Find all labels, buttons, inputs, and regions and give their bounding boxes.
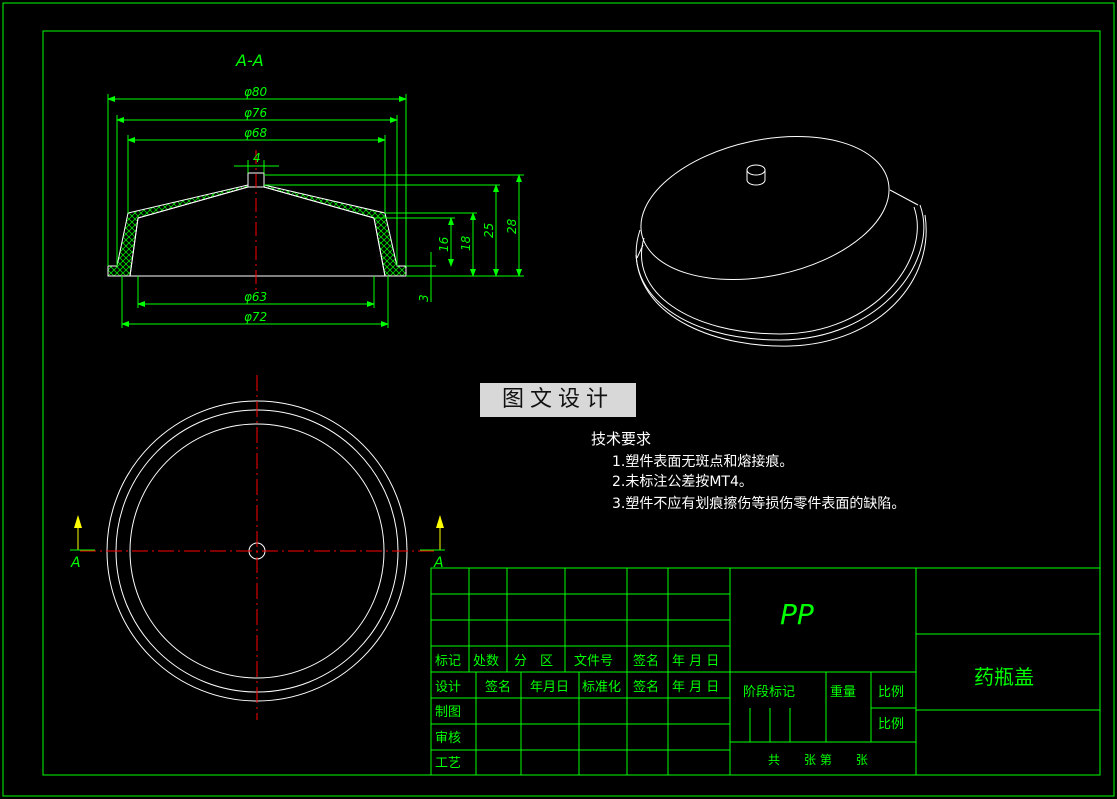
tb-scale: 比例 bbox=[878, 685, 904, 700]
part-name: 药瓶盖 bbox=[974, 665, 1034, 689]
tb-gongyi: 工艺 bbox=[435, 756, 461, 771]
section-label: A-A bbox=[235, 51, 264, 70]
tb-zhitu: 制图 bbox=[435, 705, 461, 720]
dim-28: 28 bbox=[505, 218, 519, 234]
section-marker-left: A bbox=[70, 555, 81, 571]
watermark: 图文设计 bbox=[480, 383, 636, 417]
material: PP bbox=[780, 598, 814, 631]
tb-label-date: 年 月 日 bbox=[672, 654, 719, 669]
tech-item-1: 1.塑件表面无斑点和熔接痕。 bbox=[612, 453, 793, 470]
cap-section bbox=[107, 172, 407, 277]
dim-72: φ72 bbox=[244, 310, 267, 324]
tb-stage: 阶段标记 bbox=[743, 685, 795, 700]
tb-label-chushu: 处数 bbox=[473, 654, 499, 669]
section-arrowhead-right bbox=[436, 515, 444, 528]
dim-63: φ63 bbox=[244, 290, 267, 304]
tb-shenhe: 审核 bbox=[435, 731, 461, 746]
cap-inner-profile bbox=[129, 186, 386, 277]
dim-80: φ80 bbox=[244, 85, 268, 99]
tb-weight: 重量 bbox=[830, 684, 856, 700]
tb-sheets: 共 张 第 张 bbox=[768, 753, 868, 767]
tb-scale-2: 比例 bbox=[878, 717, 904, 732]
tb-standard: 标准化 bbox=[582, 680, 621, 695]
dim-3: 3 bbox=[417, 294, 431, 302]
tb-label-qianming: 签名 bbox=[633, 653, 659, 669]
isometric-view bbox=[635, 136, 927, 347]
tb-label-fenqu: 分 区 bbox=[514, 654, 553, 669]
tb-design: 设计 bbox=[435, 680, 461, 695]
dim-76: φ76 bbox=[244, 106, 268, 120]
tb-design-sign: 签名 bbox=[485, 679, 511, 695]
section-marker-right: A bbox=[433, 555, 444, 571]
tb-label-biaoji: 标记 bbox=[435, 654, 461, 669]
tech-title: 技术要求 bbox=[591, 430, 651, 448]
tech-item-3: 3.塑件不应有划痕擦伤等损伤零件表面的缺陷。 bbox=[612, 495, 905, 512]
dim-18: 18 bbox=[459, 235, 473, 251]
section-arrowhead-left bbox=[74, 515, 82, 528]
tb-standard-sign: 签名 bbox=[633, 679, 659, 695]
tech-item-2: 2.未标注公差按MT4。 bbox=[612, 474, 753, 490]
dim-25: 25 bbox=[482, 223, 496, 238]
tb-standard-date: 年 月 日 bbox=[672, 680, 719, 695]
title-block bbox=[430, 567, 1101, 776]
top-view bbox=[80, 375, 438, 720]
dim-16: 16 bbox=[437, 236, 451, 252]
dim-68: φ68 bbox=[244, 126, 268, 140]
tb-label-wenjianhao: 文件号 bbox=[574, 654, 613, 669]
tb-design-date: 年月日 bbox=[530, 680, 569, 695]
dim-4: 4 bbox=[253, 151, 261, 165]
